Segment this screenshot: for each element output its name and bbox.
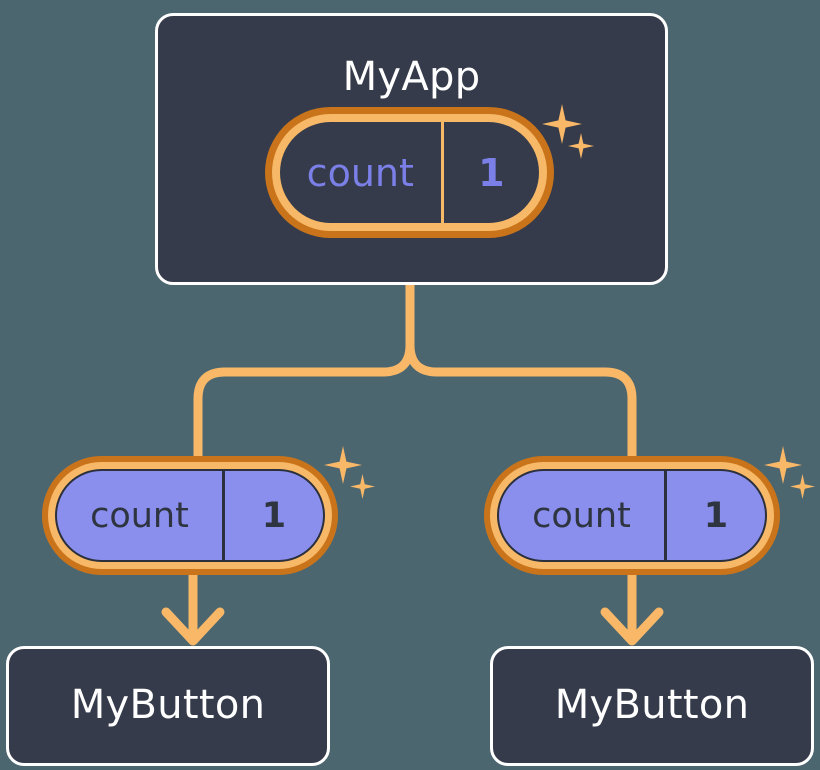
prop-pill-ring-inner: count 1	[490, 462, 774, 569]
state-pill-myapp[interactable]: count 1	[265, 107, 554, 238]
component-card-mybutton-right[interactable]: MyButton	[490, 646, 814, 766]
prop-pill-body: count 1	[55, 469, 325, 562]
prop-pill-body: count 1	[497, 469, 767, 562]
component-label-mybutton-right: MyButton	[554, 682, 750, 728]
connector-root-to-left	[193, 280, 415, 461]
sparkle-large-icon	[324, 446, 362, 484]
sparkle-small-icon	[790, 474, 815, 499]
prop-pill-ring-inner: count 1	[48, 462, 332, 569]
component-label-mybutton-left: MyButton	[70, 682, 266, 728]
state-pill-value: 1	[440, 122, 539, 223]
component-card-mybutton-left[interactable]: MyButton	[6, 646, 330, 766]
connector-root-to-right	[405, 280, 637, 461]
state-pill-key: count	[306, 150, 414, 195]
state-pill-ring-inner: count 1	[272, 114, 547, 231]
arrowhead-right-icon	[600, 607, 664, 646]
arrowhead-left-icon	[161, 607, 225, 646]
prop-pill-value: 1	[663, 471, 765, 560]
prop-pill-key: count	[90, 495, 189, 536]
prop-pill-left[interactable]: count 1	[42, 456, 338, 575]
sparkle-large-icon	[764, 446, 802, 484]
prop-pill-value: 1	[221, 471, 323, 560]
prop-pill-key: count	[532, 495, 631, 536]
state-pill-body: count 1	[280, 122, 539, 223]
prop-pill-right[interactable]: count 1	[484, 456, 780, 575]
component-label-myapp: MyApp	[342, 54, 481, 100]
sparkle-small-icon	[350, 474, 375, 499]
